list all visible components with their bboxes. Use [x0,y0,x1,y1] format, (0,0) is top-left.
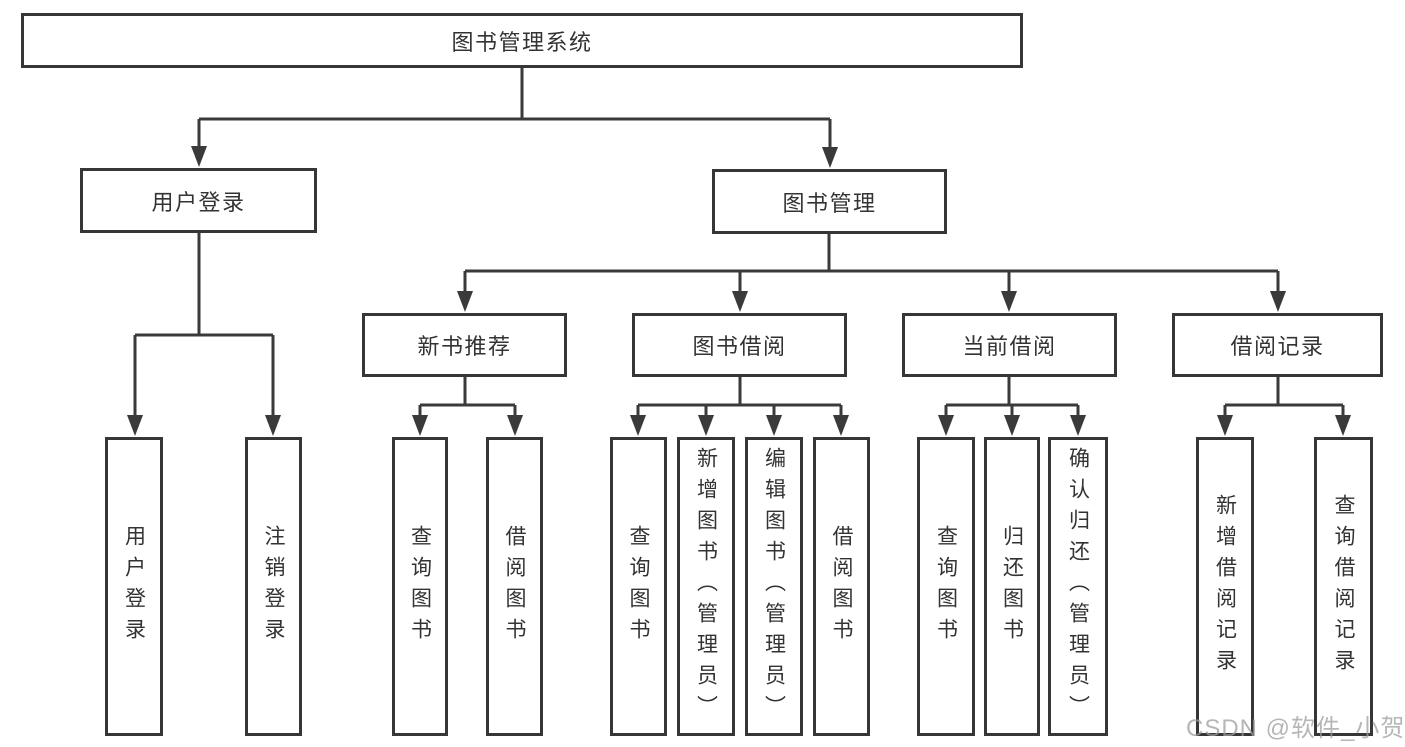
node-book-borrowing: 图书借阅 [632,313,847,377]
node-logout: 注销登录 [245,437,302,736]
connector-root-to-level2 [191,68,838,168]
connector-new-book-recommend-children [412,377,523,436]
node-edit-book-admin: 编辑图书（管理员） [745,437,803,736]
node-add-borrow-record: 新增借阅记录 [1196,437,1254,736]
connector-user-login-children [127,233,281,436]
node-borrow-books: 借阅图书 [813,437,870,736]
node-query-books-borrowing: 查询图书 [610,437,667,736]
node-query-books-recommend: 查询图书 [392,437,448,736]
node-add-book-admin: 新增图书（管理员） [677,437,735,736]
node-new-book-recommend: 新书推荐 [362,313,567,377]
node-borrowing-records: 借阅记录 [1172,313,1383,377]
node-query-books-current: 查询图书 [917,437,975,736]
node-current-borrowing: 当前借阅 [902,313,1117,377]
node-user-login: 用户登录 [105,437,163,736]
node-user-login-group: 用户登录 [80,168,317,233]
node-library-management-system: 图书管理系统 [21,13,1023,68]
node-borrow-books-recommend: 借阅图书 [486,437,543,736]
connector-book-borrowing-children [630,377,849,436]
node-return-books: 归还图书 [984,437,1040,736]
node-confirm-return-admin: 确认归还（管理员） [1048,437,1108,736]
csdn-watermark: CSDN @软件_小贺同学 [1186,715,1405,742]
connector-borrowing-records-children [1217,377,1351,436]
connector-current-borrowing-children [938,377,1086,436]
connector-book-management-children [457,234,1286,312]
node-query-borrow-record: 查询借阅记录 [1314,437,1373,736]
node-book-management: 图书管理 [712,169,947,234]
